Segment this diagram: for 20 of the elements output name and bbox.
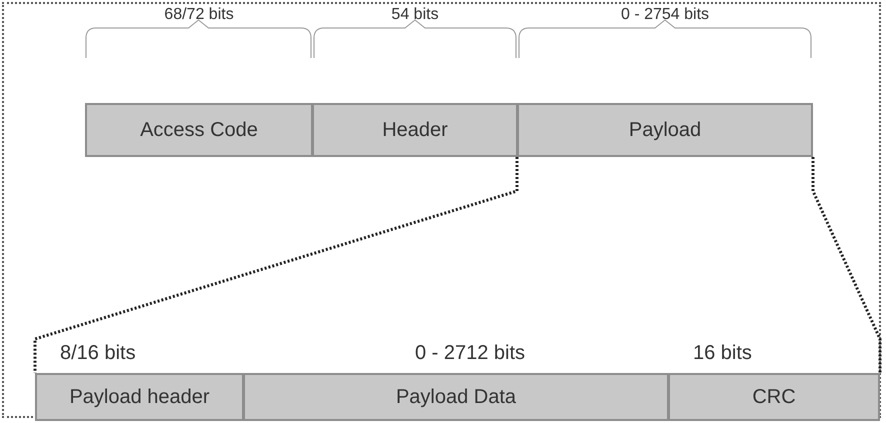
expansion-line [34, 157, 518, 373]
field-label: Payload [628, 118, 702, 142]
field-box [517, 103, 813, 157]
field-box [35, 373, 244, 421]
field-label: Header [382, 118, 448, 142]
bit-length-label: 8/16 bits [60, 342, 136, 365]
bit-length-label: 0 - 2754 bits [620, 6, 710, 24]
field-box [312, 103, 518, 157]
bit-length-label: 54 bits [391, 6, 439, 24]
field-label: CRC [752, 386, 796, 408]
field-label: Payload header [69, 386, 210, 408]
field-label: Payload Data [396, 386, 516, 408]
field-box [668, 373, 880, 421]
bit-length-label: 68/72 bits [164, 6, 234, 24]
field-label: Access Code [140, 118, 258, 142]
bit-length-label: 16 bits [693, 342, 752, 365]
field-box [243, 373, 669, 421]
bit-length-label: 0 - 2712 bits [414, 342, 526, 365]
expansion-line [812, 157, 882, 373]
field-box [85, 103, 313, 157]
